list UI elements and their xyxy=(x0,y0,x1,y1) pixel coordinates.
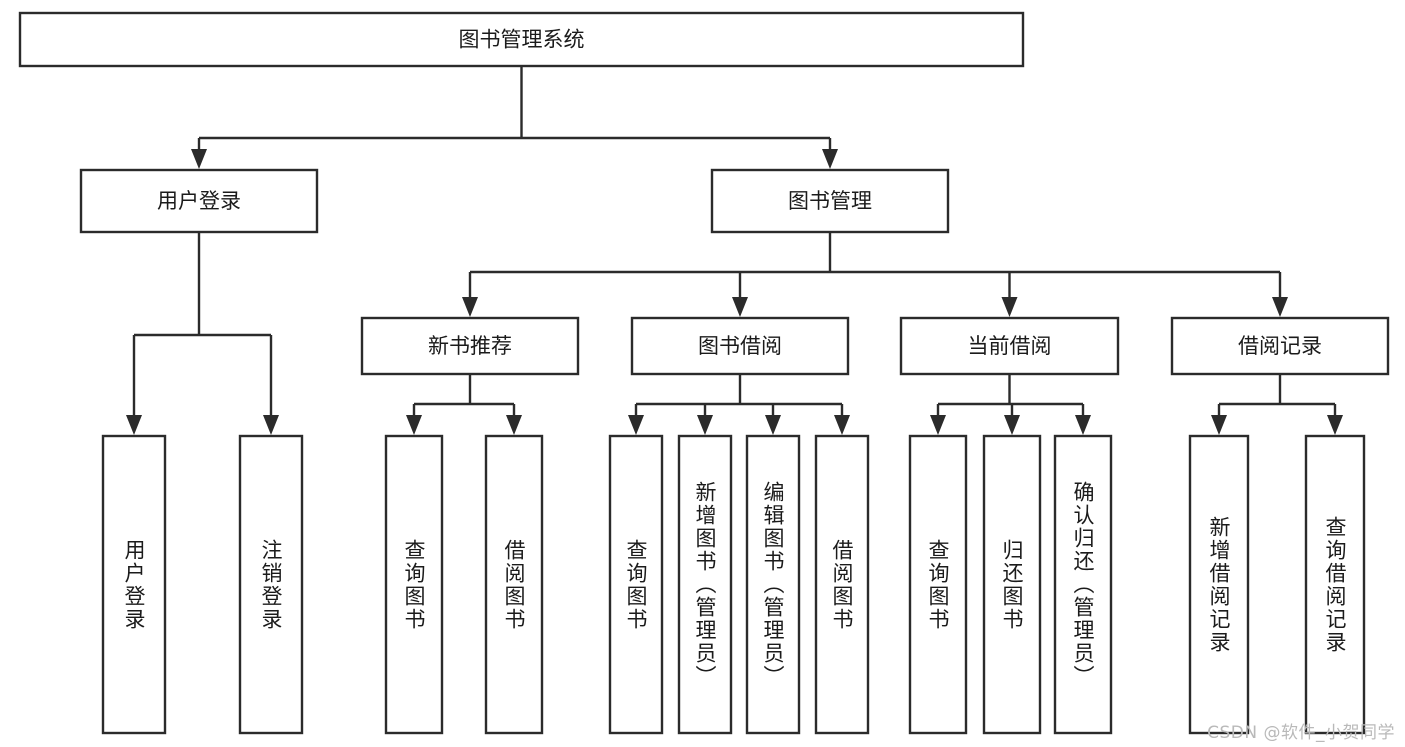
arrow-head-icon xyxy=(406,415,422,435)
node-label-leaf-query-book-3: 查询图书 xyxy=(926,538,951,631)
node-leaf-add-book[interactable]: 新增图书（管理员） xyxy=(677,434,733,735)
node-box-leaf-add-book[interactable] xyxy=(677,434,733,735)
node-label-holder-leaf-add-borrow-record: 新增借阅记录 xyxy=(1207,515,1232,654)
node-leaf-edit-book[interactable]: 编辑图书（管理员） xyxy=(745,434,801,735)
node-box-leaf-edit-book[interactable] xyxy=(745,434,801,735)
node-label-leaf-confirm-return: 确认归还（管理员） xyxy=(1071,481,1096,688)
node-box-leaf-confirm-return[interactable] xyxy=(1053,434,1113,735)
node-leaf-query-book-3[interactable]: 查询图书 xyxy=(908,434,968,735)
node-label-leaf-query-borrow-record: 查询借阅记录 xyxy=(1323,515,1348,654)
node-box-root[interactable] xyxy=(18,11,1025,68)
node-label-holder-leaf-edit-book: 编辑图书（管理员） xyxy=(761,481,786,688)
node-borrow-record[interactable]: 借阅记录 xyxy=(1170,316,1390,376)
node-leaf-query-book-2[interactable]: 查询图书 xyxy=(608,434,664,735)
node-leaf-user-logout[interactable]: 注销登录 xyxy=(238,434,304,735)
node-box-leaf-borrow-book-1[interactable] xyxy=(484,434,544,735)
node-label-book-manage: 图书管理 xyxy=(788,189,872,213)
arrow-head-icon xyxy=(263,415,279,435)
arrow-head-icon xyxy=(930,415,946,435)
node-current-borrow[interactable]: 当前借阅 xyxy=(899,316,1120,376)
arrow-head-icon xyxy=(765,415,781,435)
node-box-leaf-borrow-book-2[interactable] xyxy=(814,434,870,735)
arrow-head-icon xyxy=(628,415,644,435)
node-label-leaf-add-book: 新增图书（管理员） xyxy=(693,481,718,688)
node-label-holder-leaf-user-login: 用户登录 xyxy=(122,538,147,631)
node-label-holder-leaf-borrow-book-2: 借阅图书 xyxy=(830,538,855,631)
node-leaf-confirm-return[interactable]: 确认归还（管理员） xyxy=(1053,434,1113,735)
arrow-head-icon xyxy=(1327,415,1343,435)
node-book-manage[interactable]: 图书管理 xyxy=(710,168,950,234)
node-label-holder-leaf-user-logout: 注销登录 xyxy=(259,538,284,631)
arrow-head-icon xyxy=(462,297,478,317)
arrow-head-icon xyxy=(1272,297,1288,317)
node-root[interactable]: 图书管理系统 xyxy=(18,11,1025,68)
node-box-leaf-query-book-2[interactable] xyxy=(608,434,664,735)
edges-layer xyxy=(126,66,1343,435)
arrow-head-icon xyxy=(1001,297,1018,317)
node-leaf-return-book[interactable]: 归还图书 xyxy=(982,434,1042,735)
node-label-current-borrow: 当前借阅 xyxy=(968,334,1052,358)
node-box-current-borrow[interactable] xyxy=(899,316,1120,376)
arrow-head-icon xyxy=(834,415,850,435)
node-box-leaf-user-logout[interactable] xyxy=(238,434,304,735)
arrow-head-icon xyxy=(697,415,713,435)
node-leaf-query-borrow-record[interactable]: 查询借阅记录 xyxy=(1304,434,1366,735)
node-book-borrow[interactable]: 图书借阅 xyxy=(630,316,850,376)
node-label-leaf-user-login: 用户登录 xyxy=(122,538,147,631)
node-user-login[interactable]: 用户登录 xyxy=(79,168,319,234)
node-label-leaf-borrow-book-2: 借阅图书 xyxy=(830,538,855,631)
node-label-leaf-query-book-1: 查询图书 xyxy=(402,538,427,631)
node-label-new-book-recommend: 新书推荐 xyxy=(428,334,512,358)
node-label-book-borrow: 图书借阅 xyxy=(698,334,782,358)
node-label-leaf-edit-book: 编辑图书（管理员） xyxy=(761,481,786,688)
node-box-leaf-add-borrow-record[interactable] xyxy=(1188,434,1250,735)
node-box-leaf-return-book[interactable] xyxy=(982,434,1042,735)
node-label-holder-leaf-query-book-3: 查询图书 xyxy=(926,538,951,631)
node-label-borrow-record: 借阅记录 xyxy=(1238,334,1322,358)
node-leaf-user-login[interactable]: 用户登录 xyxy=(101,434,167,735)
node-box-new-book-recommend[interactable] xyxy=(360,316,580,376)
arrow-head-icon xyxy=(1211,415,1227,435)
node-label-holder-leaf-query-book-1: 查询图书 xyxy=(402,538,427,631)
node-leaf-query-book-1[interactable]: 查询图书 xyxy=(384,434,444,735)
arrow-head-icon xyxy=(126,415,142,435)
node-label-holder-leaf-return-book: 归还图书 xyxy=(1000,538,1025,631)
node-leaf-borrow-book-2[interactable]: 借阅图书 xyxy=(814,434,870,735)
node-box-book-borrow[interactable] xyxy=(630,316,850,376)
node-box-user-login[interactable] xyxy=(79,168,319,234)
node-label-leaf-return-book: 归还图书 xyxy=(1000,538,1025,631)
arrow-head-icon xyxy=(1075,415,1091,435)
nodes-layer: 图书管理系统用户登录图书管理新书推荐图书借阅当前借阅借阅记录用户登录注销登录查询… xyxy=(18,11,1390,735)
node-box-leaf-user-login[interactable] xyxy=(101,434,167,735)
arrow-head-icon xyxy=(506,415,522,435)
node-label-leaf-borrow-book-1: 借阅图书 xyxy=(502,538,527,631)
node-label-holder-leaf-query-borrow-record: 查询借阅记录 xyxy=(1323,515,1348,654)
node-box-leaf-query-book-3[interactable] xyxy=(908,434,968,735)
node-label-leaf-user-logout: 注销登录 xyxy=(259,538,284,631)
node-leaf-borrow-book-1[interactable]: 借阅图书 xyxy=(484,434,544,735)
node-label-holder-leaf-confirm-return: 确认归还（管理员） xyxy=(1071,481,1096,688)
node-box-leaf-query-borrow-record[interactable] xyxy=(1304,434,1366,735)
node-label-user-login: 用户登录 xyxy=(157,189,241,213)
arrow-head-icon xyxy=(822,149,838,169)
node-label-leaf-query-book-2: 查询图书 xyxy=(624,538,649,631)
node-label-holder-leaf-add-book: 新增图书（管理员） xyxy=(693,481,718,688)
arrow-head-icon xyxy=(191,149,207,169)
node-label-leaf-add-borrow-record: 新增借阅记录 xyxy=(1207,515,1232,654)
node-box-borrow-record[interactable] xyxy=(1170,316,1390,376)
node-box-book-manage[interactable] xyxy=(710,168,950,234)
node-label-holder-leaf-query-book-2: 查询图书 xyxy=(624,538,649,631)
node-label-root: 图书管理系统 xyxy=(459,28,585,52)
node-label-holder-leaf-borrow-book-1: 借阅图书 xyxy=(502,538,527,631)
node-leaf-add-borrow-record[interactable]: 新增借阅记录 xyxy=(1188,434,1250,735)
node-box-leaf-query-book-1[interactable] xyxy=(384,434,444,735)
node-new-book-recommend[interactable]: 新书推荐 xyxy=(360,316,580,376)
arrow-head-icon xyxy=(732,297,748,317)
arrow-head-icon xyxy=(1004,415,1020,435)
